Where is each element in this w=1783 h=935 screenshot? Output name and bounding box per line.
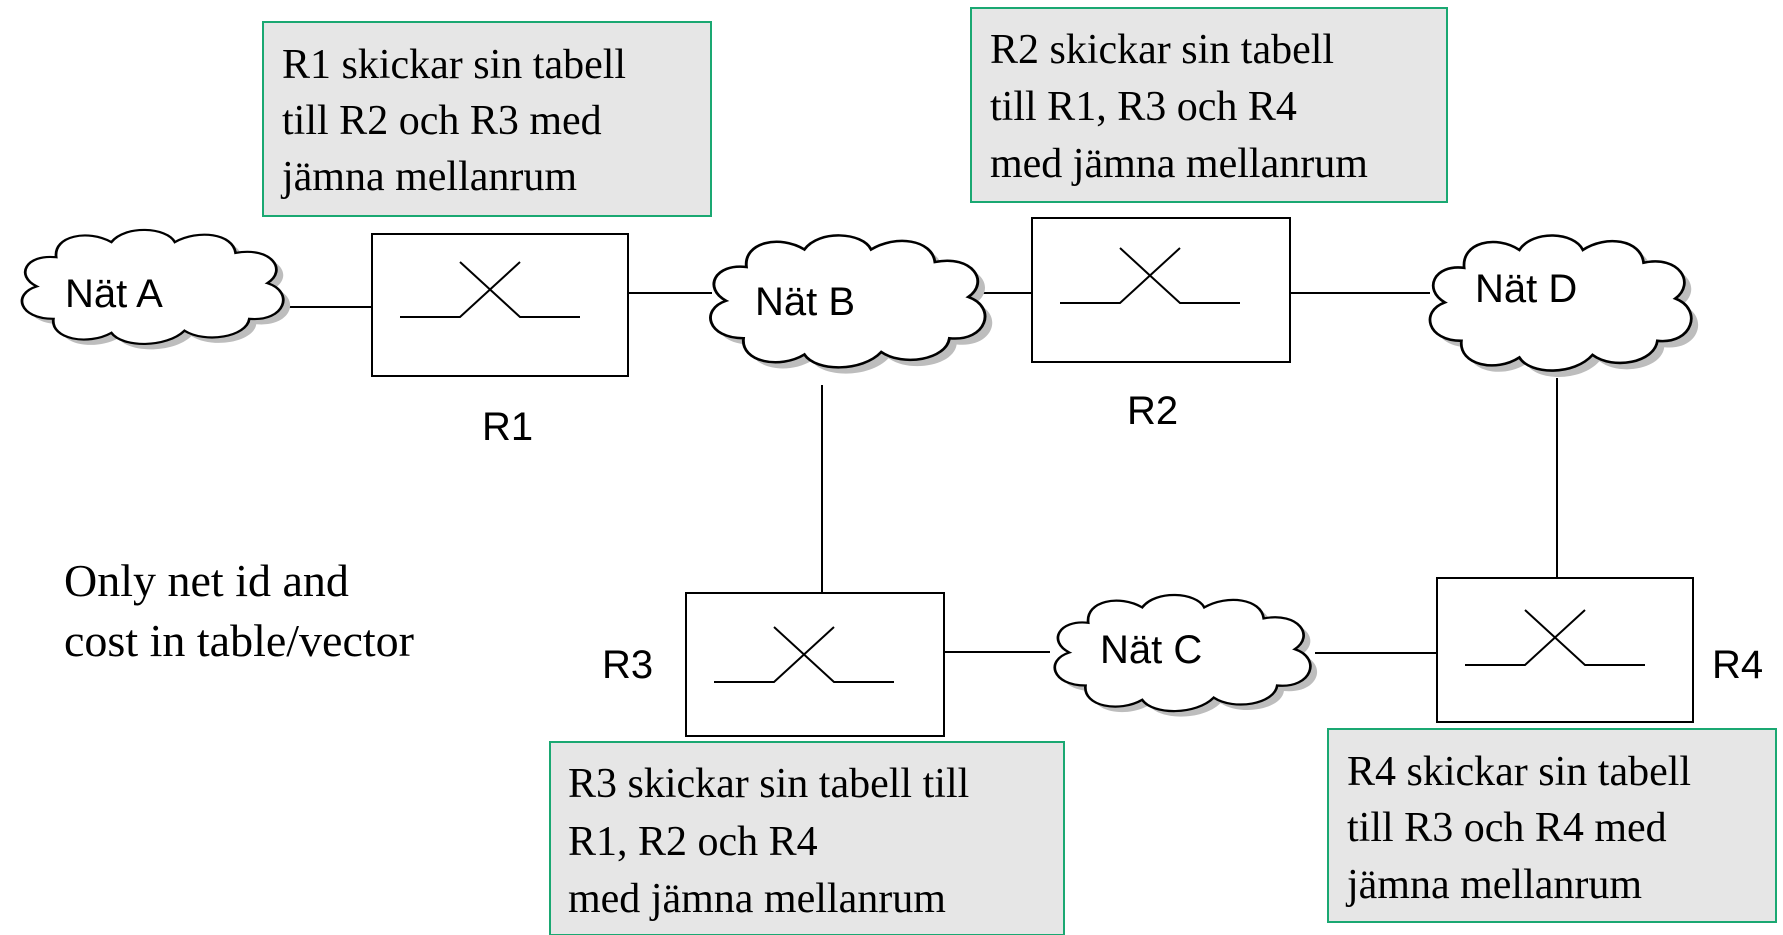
note-r3: R3 skickar sin tabell till R1, R2 och R4… <box>549 741 1065 935</box>
svg-text:R1 skickar sin tabell ti: R1 skickar sin tabell till R2 och R3 med… <box>280 42 637 200</box>
caption: Only net id and cost in table/vector <box>64 555 414 666</box>
router-label-r3: R3 <box>602 643 653 687</box>
network-label-b: Nät B <box>755 280 855 324</box>
note-r2-line-1: R2 skickar sin tabell <box>990 27 1334 73</box>
router-label-r1: R1 <box>482 405 533 449</box>
note-r2: R2 skickar sin tabell till R1, R3 och R4… <box>970 7 1448 203</box>
svg-text:R4 skickar sin tabell ti: R4 skickar sin tabell till R3 och R4 med… <box>1345 749 1702 908</box>
router-r4 <box>1436 577 1694 723</box>
svg-text:R2 skickar sin tabell ti: R2 skickar sin tabell till R1, R3 och R4… <box>990 27 1368 187</box>
router-label-r2: R2 <box>1127 389 1178 433</box>
router-r3 <box>685 592 945 737</box>
network-label-d: Nät D <box>1475 267 1577 311</box>
note-r1: R1 skickar sin tabell till R2 och R3 med… <box>262 21 712 217</box>
router-r2 <box>1031 217 1291 363</box>
note-r3-line-1: R3 skickar sin tabell till <box>568 761 969 807</box>
note-r4: R4 skickar sin tabell till R3 och R4 med… <box>1327 728 1777 923</box>
router-label-r4: R4 <box>1712 643 1763 687</box>
note-r2-line-2: till R1, R3 och R4 <box>990 84 1297 130</box>
network-label-c: Nät C <box>1100 628 1202 672</box>
svg-text:R3 skickar sin tabell till: R3 skickar sin tabell till R1, R2 och R4… <box>568 761 980 922</box>
note-r1-line-2: till R2 och R3 med <box>282 98 602 144</box>
router-r1 <box>371 233 629 377</box>
note-r1-line-1: R1 skickar sin tabell <box>282 42 626 88</box>
note-r4-line-1: R4 skickar sin tabell <box>1347 749 1691 795</box>
note-r4-line-2: till R3 och R4 med <box>1347 805 1667 851</box>
note-r1-line-3: jämna mellanrum <box>280 154 577 200</box>
caption-line-1: Only net id and <box>64 555 349 606</box>
caption-line-2: cost in table/vector <box>64 615 414 666</box>
note-r3-line-2: R1, R2 och R4 <box>568 819 818 865</box>
note-r4-line-3: jämna mellanrum <box>1345 862 1642 908</box>
note-r3-line-3: med jämna mellanrum <box>568 876 946 922</box>
network-label-a: Nät A <box>65 272 163 316</box>
note-r2-line-3: med jämna mellanrum <box>990 141 1368 187</box>
